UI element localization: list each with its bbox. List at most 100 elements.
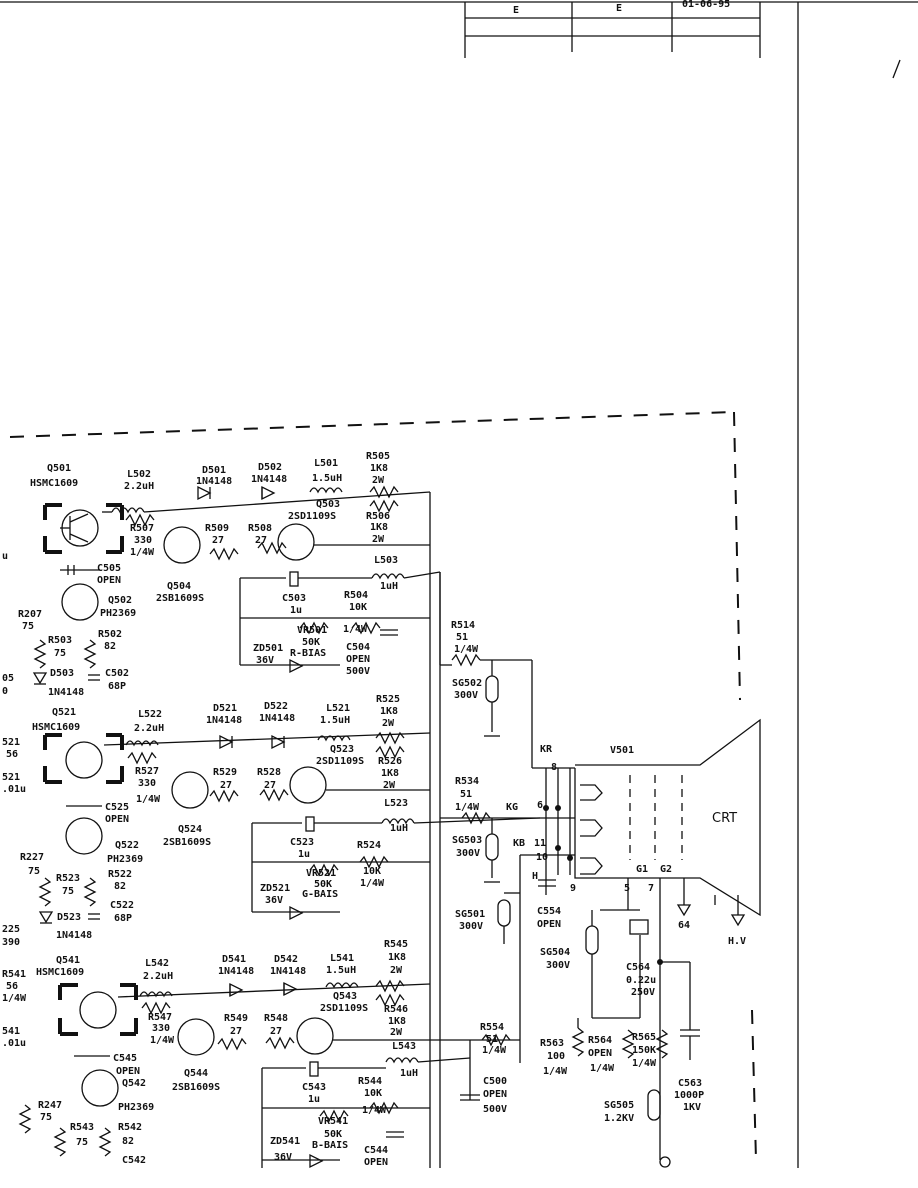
edge1-b: 05 (2, 673, 14, 684)
stage-red: Q501 HSMC1609 L502 2.2uH R507 330 1/4W D… (18, 451, 441, 698)
l501-ref: L501 (314, 458, 338, 469)
q544-ref: Q544 (184, 1068, 208, 1079)
c564-ref: C564 (626, 962, 650, 973)
r548-val: 27 (270, 1026, 282, 1037)
r506-watt: 2W (372, 534, 385, 545)
r527-val: 330 (138, 778, 156, 789)
r525-watt: 2W (382, 718, 395, 729)
sg501-ref: SG501 (455, 909, 485, 920)
c505-val: OPEN (97, 575, 121, 586)
title-col2: E (616, 3, 622, 14)
l501-val: 1.5uH (312, 473, 342, 484)
d502-part: 1N4148 (251, 474, 287, 485)
q524-ref: Q524 (178, 824, 202, 835)
d542-part: 1N4148 (270, 966, 306, 977)
r506-ref: R506 (366, 511, 390, 522)
q502-part: PH2369 (100, 608, 136, 619)
q504-part: 2SB1609S (156, 593, 204, 604)
r247-ref: R247 (38, 1100, 62, 1111)
zd541-val: 36V (274, 1152, 292, 1163)
hv-label: H.V (728, 936, 746, 947)
vr521-ref: VR521 (306, 868, 336, 879)
r546-ref: R546 (384, 1004, 408, 1015)
c522-val: 68P (114, 913, 132, 924)
edge2-d: .01u (2, 784, 26, 795)
q523-part: 2SD1109S (316, 756, 364, 767)
crt-section: R514 51 1/4W SG502 300V R534 51 1/4W SG5… (440, 620, 761, 1168)
r524-ref: R524 (357, 840, 381, 851)
r546-watt: 2W (390, 1027, 403, 1038)
edge1-c: 0 (2, 686, 8, 697)
sg503-val: 300V (456, 848, 480, 859)
r514-ref: R514 (451, 620, 475, 631)
c502-ref: C502 (105, 668, 129, 679)
r546-val: 1K8 (388, 1016, 406, 1027)
pin6-label: 6 (537, 800, 543, 811)
r207-ref: R207 (18, 609, 42, 620)
sg505-ref: SG505 (604, 1100, 634, 1111)
sg504-val: 300V (546, 960, 570, 971)
l523-ref: L523 (384, 798, 408, 809)
edge2-e: 225 (2, 924, 20, 935)
q521-part: HSMC1609 (32, 722, 80, 733)
c504-ref: C504 (346, 642, 370, 653)
l503-ref: L503 (374, 555, 398, 566)
r509-val: 27 (212, 535, 224, 546)
r508-val: 27 (255, 535, 267, 546)
edge2-b: 56 (6, 749, 18, 760)
l542-ref: L542 (145, 958, 169, 969)
r545-val: 1K8 (388, 952, 406, 963)
pin11-label: 11 (534, 838, 546, 849)
q543-part: 2SD1109S (320, 1003, 368, 1014)
d502-ref: D502 (258, 462, 282, 473)
c503-ref: C503 (282, 593, 306, 604)
q522-part: PH2369 (107, 854, 143, 865)
q541-ref: Q541 (56, 955, 80, 966)
l543-val: 1uH (400, 1068, 418, 1079)
q522-ref: Q522 (115, 840, 139, 851)
edge2-f: 390 (2, 937, 20, 948)
d541-part: 1N4148 (218, 966, 254, 977)
q503-part: 2SD1109S (288, 511, 336, 522)
r547-val: 330 (152, 1023, 170, 1034)
r504-ref: R504 (344, 590, 368, 601)
c544-val: OPEN (364, 1157, 388, 1168)
r542-val: 82 (122, 1136, 134, 1147)
r544-ref: R544 (358, 1076, 382, 1087)
title-col1: E (513, 5, 519, 16)
d542-ref: D542 (274, 954, 298, 965)
c505-ref: C505 (97, 563, 121, 574)
c542-ref: C542 (122, 1155, 146, 1166)
pin5-label: 5 (624, 883, 630, 894)
d501-ref: D501 (202, 465, 226, 476)
r514-watt: 1/4W (454, 644, 479, 655)
q542-ref: Q542 (122, 1078, 146, 1089)
r564-ref: R564 (588, 1035, 612, 1046)
h-label: H (532, 871, 538, 882)
r505-ref: R505 (366, 451, 390, 462)
l502-val: 2.2uH (124, 481, 154, 492)
c504-val: OPEN (346, 654, 370, 665)
c545-ref: C545 (113, 1053, 137, 1064)
edge1-a: u (2, 551, 8, 562)
zd521-val: 36V (265, 895, 283, 906)
zd521-ref: ZD521 (260, 883, 290, 894)
r227-val: 75 (28, 866, 40, 877)
l541-val: 1.5uH (326, 965, 356, 976)
r502-ref: R502 (98, 629, 122, 640)
c522-ref: C522 (110, 900, 134, 911)
d501-part: 1N4148 (196, 476, 232, 487)
r565-val: 150K (632, 1045, 656, 1056)
c563-ref: C563 (678, 1078, 702, 1089)
r543-ref: R543 (70, 1122, 94, 1133)
r524-val: 10K (363, 866, 381, 877)
r504-val: 10K (349, 602, 367, 613)
r554-ref: R554 (480, 1022, 504, 1033)
board-outline (9, 411, 757, 1161)
c564-val: 0.22u (626, 975, 656, 986)
r563-val: 100 (547, 1051, 565, 1062)
r544-watt: 1/4W (362, 1105, 387, 1116)
pin8-label: 8 (551, 762, 557, 773)
